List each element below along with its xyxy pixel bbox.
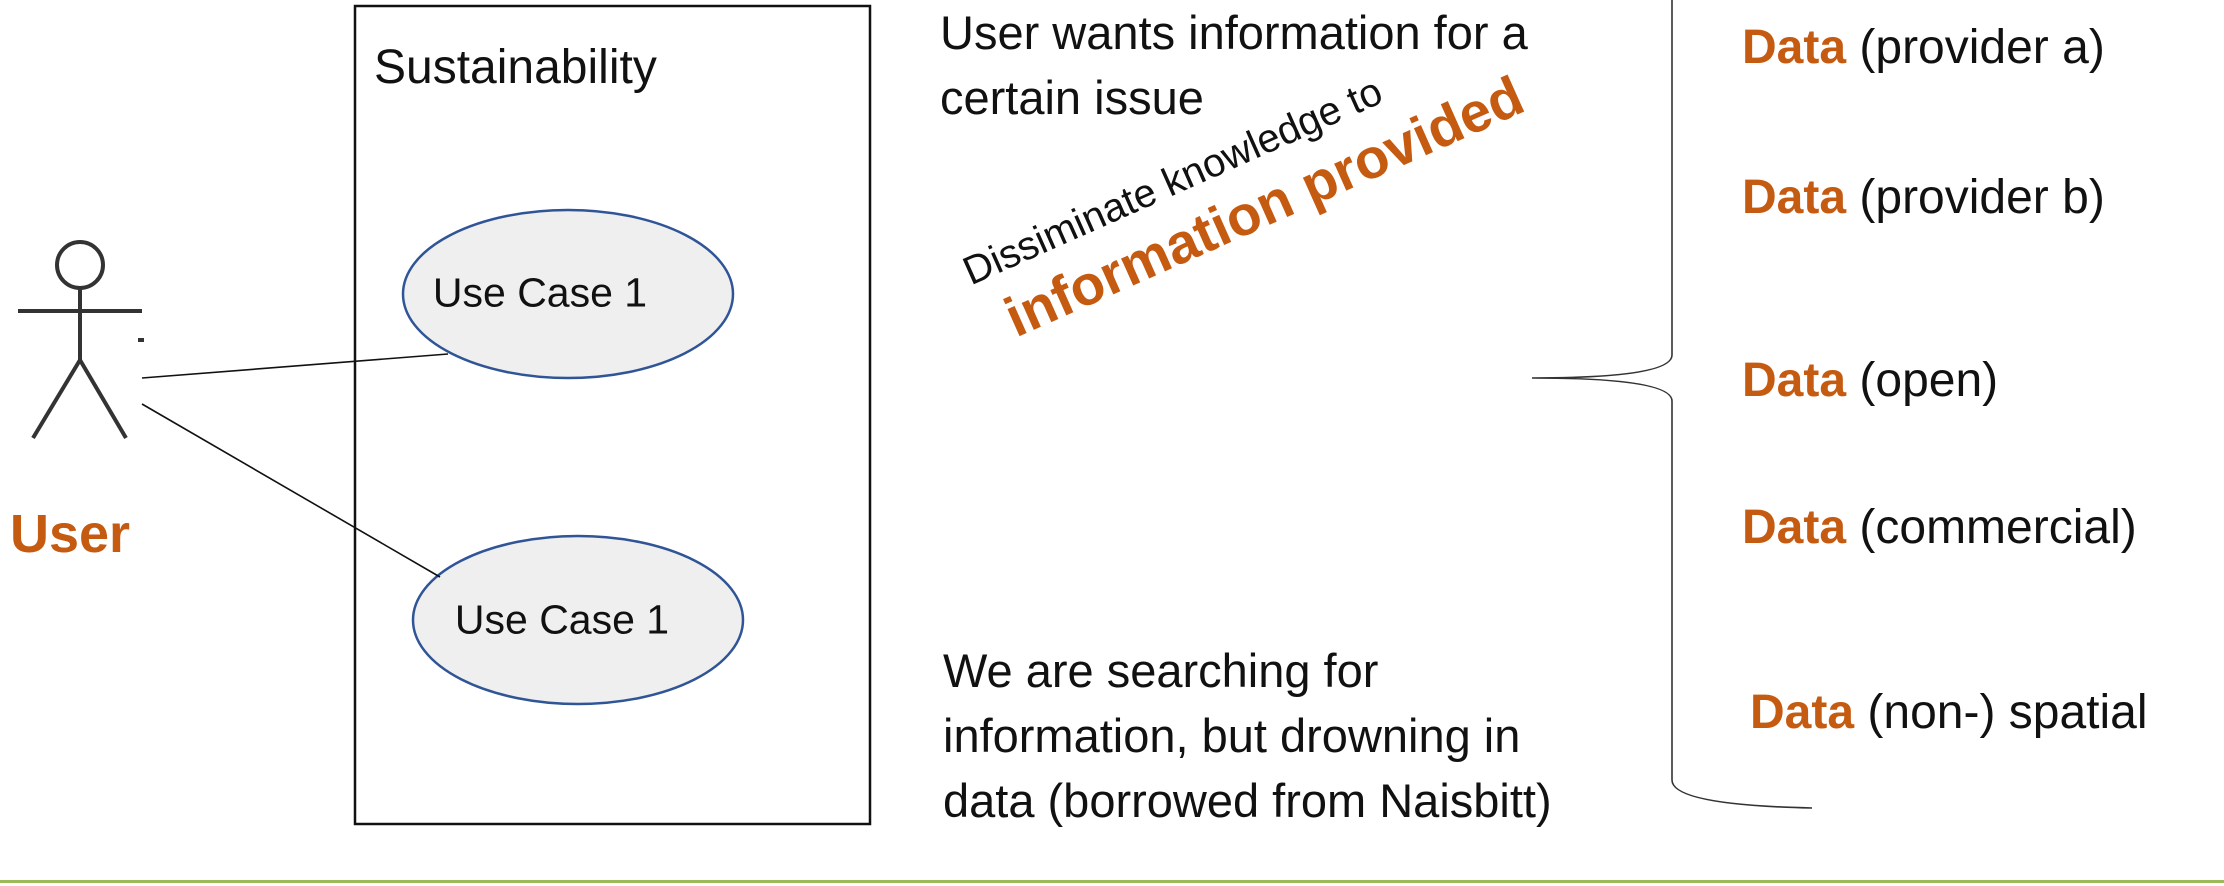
use-case-label-2: Use Case 1 bbox=[454, 596, 670, 643]
system-title: Sustainability bbox=[374, 41, 657, 94]
data-source-detail: (provider a) bbox=[1859, 21, 2105, 74]
data-source-word: Data bbox=[1742, 21, 1847, 74]
system-boundary bbox=[353, 4, 872, 826]
note-user-wants: User wants information for a certain iss… bbox=[940, 6, 1528, 124]
data-source-provider-a: Data (provider a) bbox=[1742, 20, 2105, 75]
data-source-detail: (provider b) bbox=[1859, 171, 2105, 224]
data-source-word: Data bbox=[1742, 171, 1847, 224]
data-source-word: Data bbox=[1742, 354, 1847, 407]
actor-label: User bbox=[10, 504, 131, 564]
association-line-2 bbox=[141, 403, 441, 578]
data-source-open: Data (open) bbox=[1742, 353, 1998, 408]
note-naisbitt: We are searching for information, but dr… bbox=[943, 644, 1552, 827]
use-case-ellipse-1 bbox=[401, 208, 735, 380]
use-case-ellipse-2 bbox=[411, 534, 745, 706]
data-source-detail: (non-) spatial bbox=[1867, 686, 2148, 739]
data-source-detail: (commercial) bbox=[1859, 501, 2137, 554]
data-source-provider-b: Data (provider b) bbox=[1742, 170, 2105, 225]
data-source-non-spatial: Data (non-) spatial bbox=[1750, 685, 2148, 740]
actor-stick-figure bbox=[18, 240, 144, 440]
use-case-label-1: Use Case 1 bbox=[432, 269, 648, 316]
footer-divider bbox=[0, 880, 2224, 883]
data-source-word: Data bbox=[1750, 686, 1855, 739]
data-source-commercial: Data (commercial) bbox=[1742, 500, 2137, 555]
curly-brace bbox=[1531, 0, 1813, 809]
data-source-word: Data bbox=[1742, 501, 1847, 554]
data-source-detail: (open) bbox=[1859, 354, 1999, 407]
association-line-1 bbox=[141, 353, 449, 379]
